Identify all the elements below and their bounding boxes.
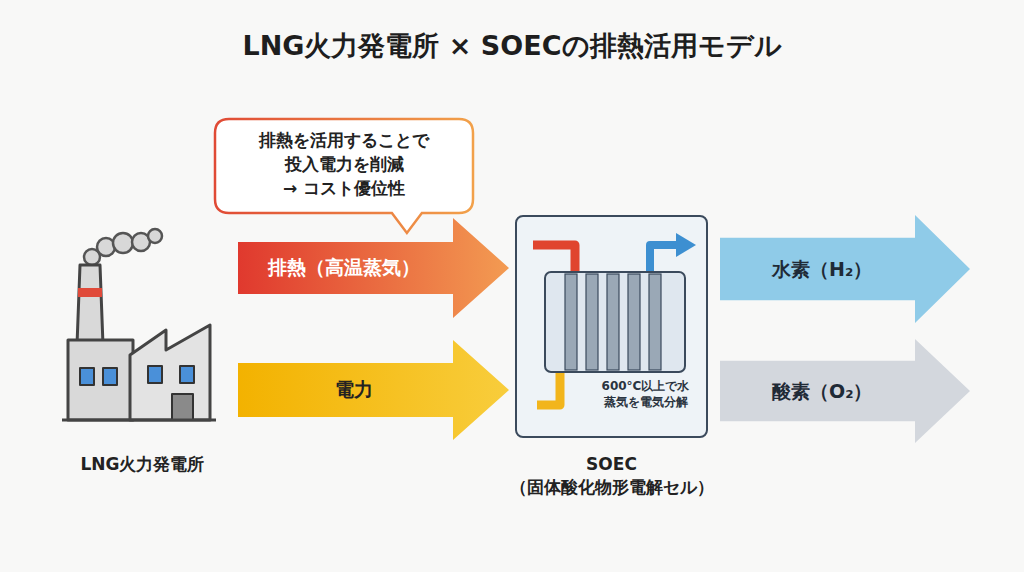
power-line [537,372,560,405]
building-left [68,340,133,420]
cell-plate [565,274,577,370]
oxygen-output-arrow: 酸素（O₂） [720,339,970,443]
smoke-puff [113,233,133,253]
hydrogen-output-arrow-text: 水素（H₂） [720,258,872,281]
soec-unit-text: SOEC （固体酸化物形電解セル） [475,453,748,499]
soec-unit: 600°C以上で水 蒸気を電気分解SOEC （固体酸化物形電解セル） [515,215,708,499]
cell-plate [628,274,640,370]
cell-plate [649,274,661,370]
power-plant: LNG火力発電所 [55,225,230,475]
edge-label: 電力 [335,377,373,403]
cell-plate [586,274,598,370]
ground-line [62,419,216,422]
smoke-puff [148,229,162,243]
cell-plates [565,274,661,370]
window [103,368,117,385]
callout-bubble: 排熱を活用することで 投入電力を削減 → コスト優位性 [213,117,475,213]
smoke [84,229,162,265]
callout-bubble-text: 排熱を活用することで 投入電力を削減 → コスト優位性 [259,129,429,200]
arrow-body [720,339,970,443]
oxygen-output-arrow-text: 酸素（O₂） [720,380,872,403]
cell-plate [607,274,619,370]
diagram-title: LNG火力発電所 × SOECの排熱活用モデル [0,0,1024,64]
edge-label-holder: 排熱（高温蒸気） [268,253,420,283]
power-plant-text: LNG火力発電所 [80,453,204,475]
power-arrow [238,340,509,440]
steam-inlet-pipe [533,245,575,272]
speech-bubble [215,119,473,233]
factory-illustration [55,225,230,475]
heat-arrow [238,218,509,318]
outlet-arrowhead [676,233,696,257]
window [80,368,94,385]
hydrogen-outlet-pipe [650,245,678,272]
edge-label-holder: 電力 [335,375,373,405]
arrow-body [720,215,970,323]
building-right [130,325,210,420]
chimney-band [78,288,102,297]
window [148,366,162,383]
window [180,366,194,383]
edge-label: 排熱（高温蒸気） [268,255,420,281]
cell-stack [545,272,685,372]
chimney [77,265,103,345]
soec-unit-text: 600°C以上で水 蒸気を電気分解 [589,378,702,410]
hydrogen-output-arrow: 水素（H₂） [720,215,970,323]
door [172,394,193,420]
